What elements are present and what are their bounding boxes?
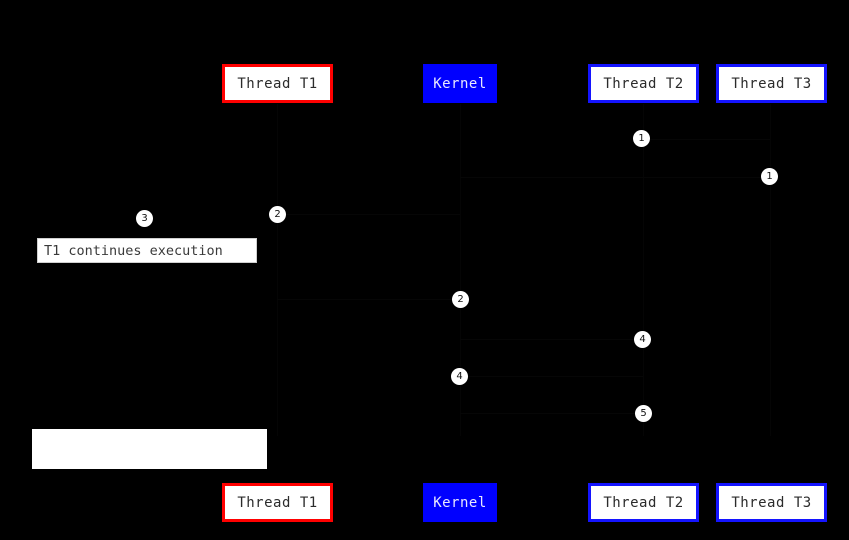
participant-label-thread-t2: Thread T2 [603, 75, 684, 92]
lifeline-kernel [460, 104, 461, 436]
participant-footer-thread-t3[interactable]: Thread T3 [716, 483, 827, 522]
participant-footer-thread-t2[interactable]: Thread T2 [588, 483, 699, 522]
message-line-2 [460, 177, 770, 178]
participant-label-thread-t1: Thread T1 [237, 75, 318, 92]
message-line-3 [277, 214, 460, 215]
step-badge-1-t3: 1 [761, 168, 778, 185]
participant-footer-kernel[interactable]: Kernel [423, 483, 497, 522]
participant-footer-label-thread-t2: Thread T2 [603, 494, 684, 511]
participant-footer-label-thread-t1: Thread T1 [237, 494, 318, 511]
step-badge-1-t2: 1 [633, 130, 650, 147]
note-t1-continues-execution: T1 continues execution [37, 238, 257, 263]
participant-header-thread-t1[interactable]: Thread T1 [222, 64, 333, 103]
note-text: T1 continues execution [44, 242, 223, 259]
participant-header-thread-t2[interactable]: Thread T2 [588, 64, 699, 103]
message-line-7 [460, 413, 643, 414]
lifeline-thread-t1 [277, 104, 278, 436]
participant-footer-thread-t1[interactable]: Thread T1 [222, 483, 333, 522]
lifeline-thread-t3 [770, 104, 771, 436]
step-badge-4-t2: 4 [634, 331, 651, 348]
step-badge-2-t1: 2 [269, 206, 286, 223]
participant-header-thread-t3[interactable]: Thread T3 [716, 64, 827, 103]
participant-label-thread-t3: Thread T3 [731, 75, 812, 92]
step-badge-5-t2: 5 [635, 405, 652, 422]
message-line-5 [460, 339, 643, 340]
message-line-1 [641, 139, 770, 140]
participant-footer-label-thread-t3: Thread T3 [731, 494, 812, 511]
participant-footer-label-kernel: Kernel [433, 494, 487, 511]
participant-header-kernel[interactable]: Kernel [423, 64, 497, 103]
message-line-4 [277, 299, 460, 300]
message-line-6 [460, 376, 643, 377]
lifeline-thread-t2 [643, 104, 644, 436]
step-badge-4-kernel: 4 [451, 368, 468, 385]
step-badge-3-t1: 3 [136, 210, 153, 227]
step-badge-2-kernel: 2 [452, 291, 469, 308]
note-blank-box [32, 429, 267, 469]
participant-label-kernel: Kernel [433, 75, 487, 92]
